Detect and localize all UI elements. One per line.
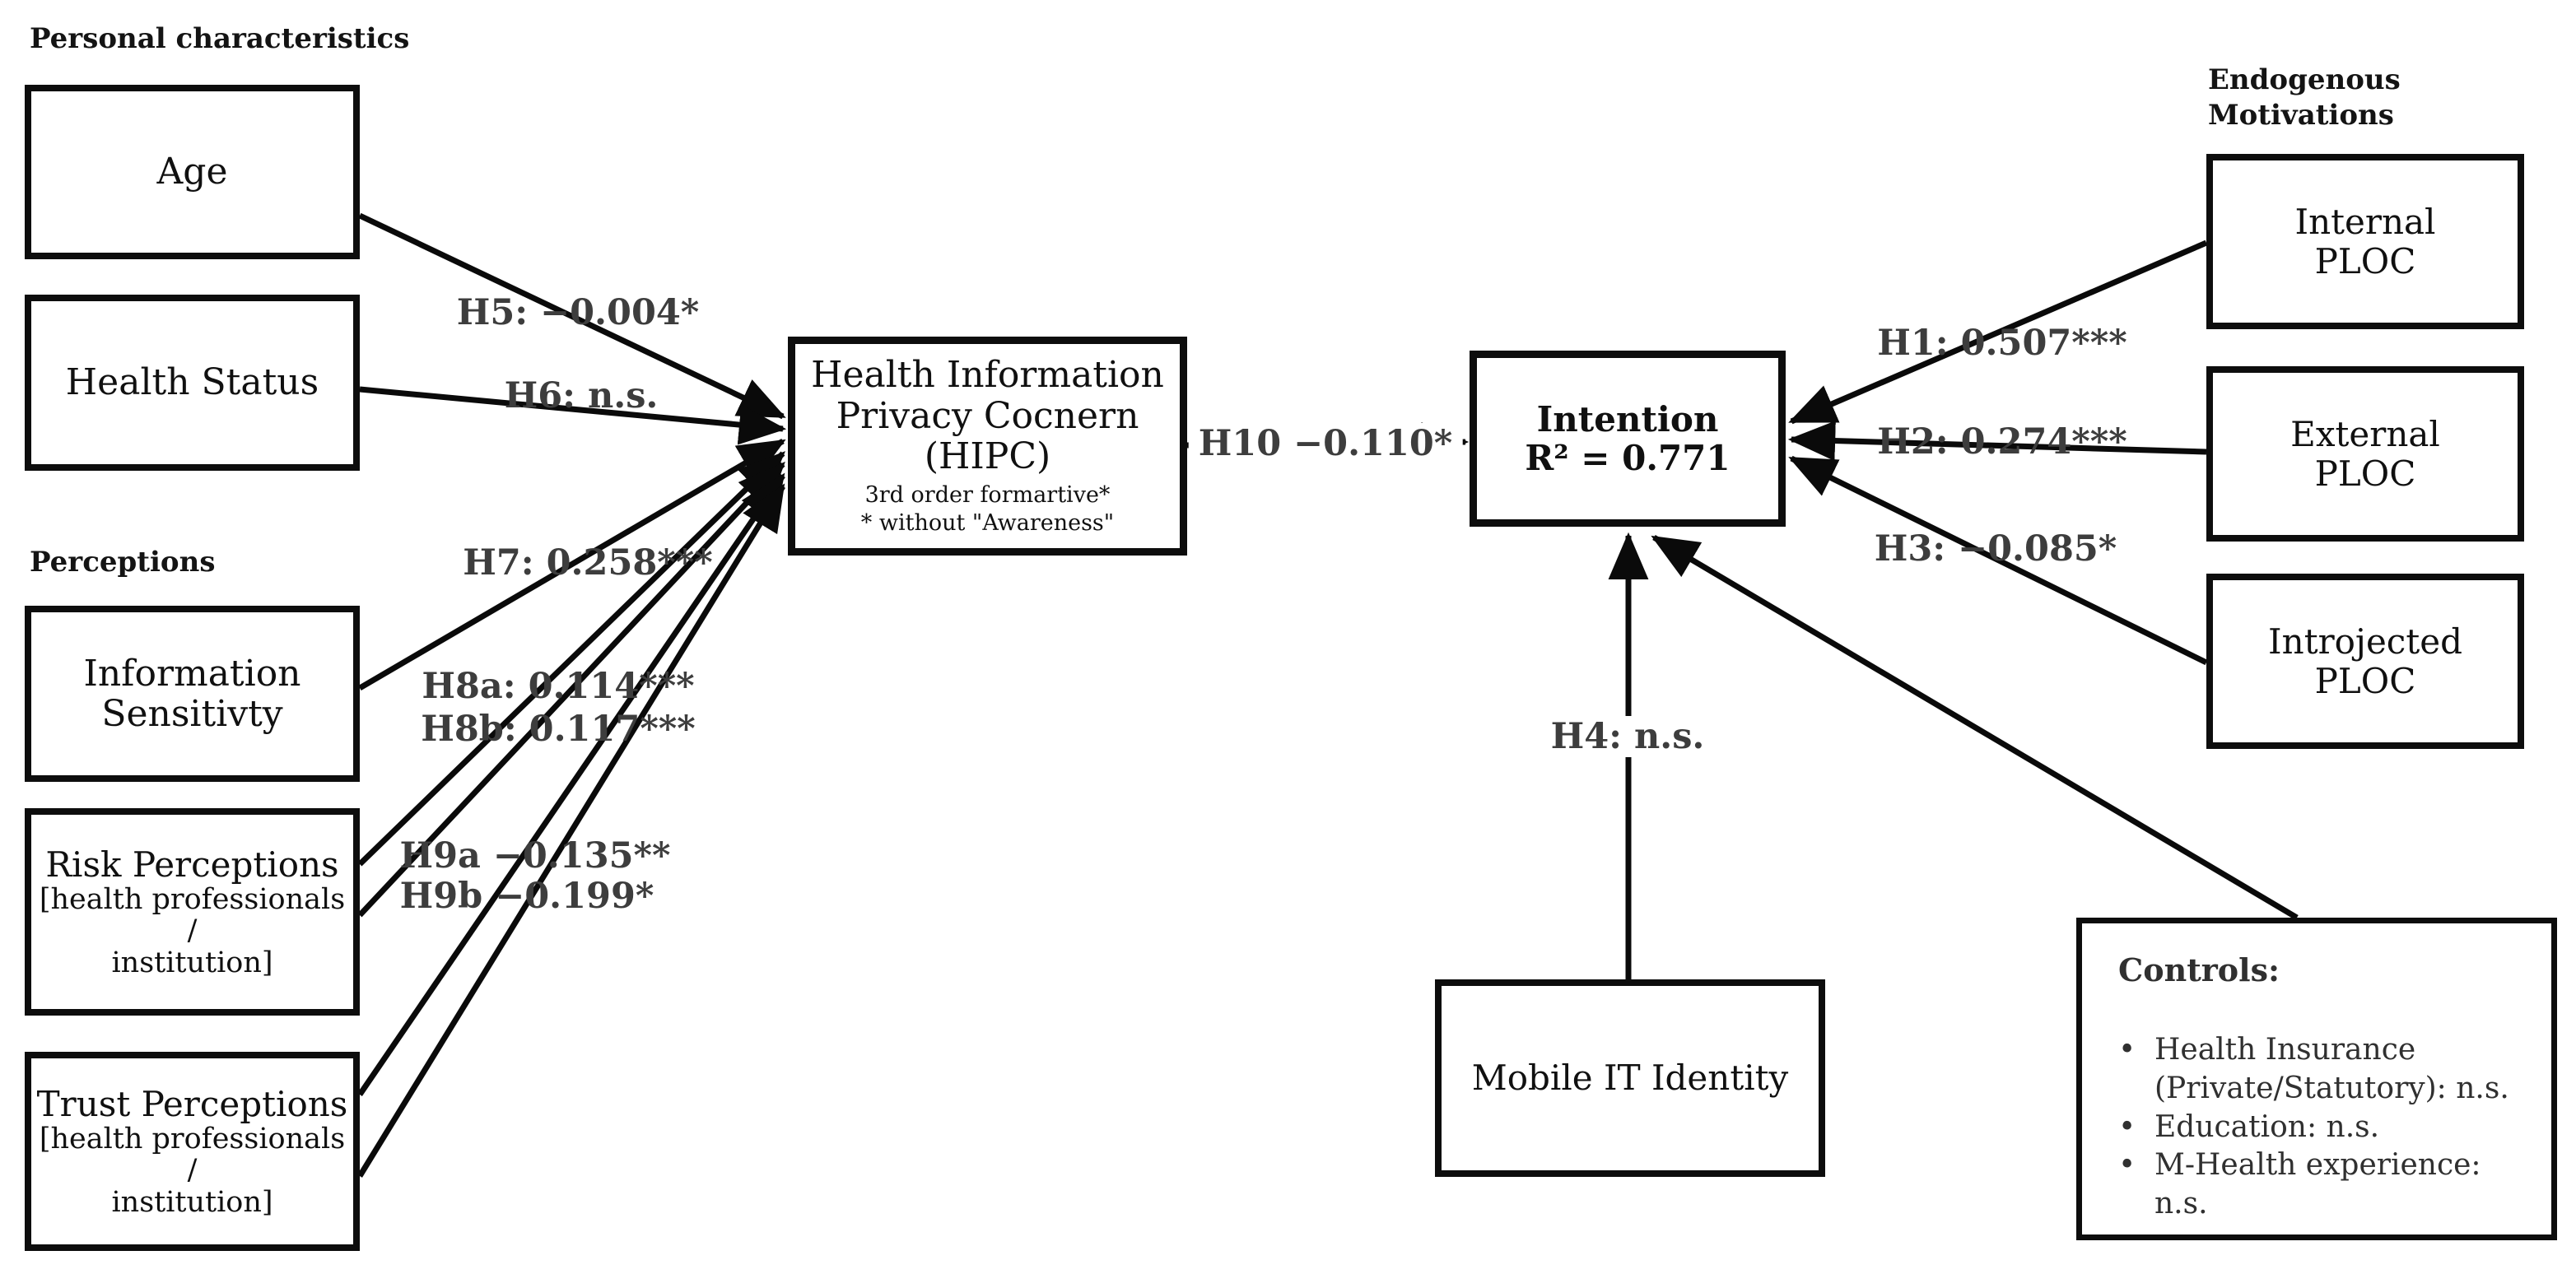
information-sensitivity-line2: Sensitivty: [101, 693, 283, 735]
trust-perceptions-box: Trust Perceptions [health professionals …: [25, 1052, 360, 1251]
external-ploc-line2: PLOC: [2314, 453, 2416, 494]
hipc-note2: * without "Awareness": [860, 509, 1115, 536]
external-ploc-box: External PLOC: [2206, 366, 2524, 542]
heading-personal-characteristics: Personal characteristics: [30, 22, 410, 55]
arrow-h3: [1788, 455, 2208, 666]
path-label-h8a: H8a: 0.114***: [422, 666, 695, 707]
bullet-icon: •: [2118, 1148, 2136, 1183]
heading-perceptions: Perceptions: [30, 546, 216, 579]
introjected-ploc-line2: PLOC: [2314, 660, 2416, 701]
risk-perceptions-title: Risk Perceptions: [45, 844, 339, 885]
controls-bullet1-line1: Health Insurance: [2154, 1033, 2416, 1067]
age-box: Age: [25, 85, 360, 259]
arrow-h9b: [357, 483, 785, 1178]
bullet-icon: •: [2118, 1109, 2136, 1144]
path-label-h9b: H9b −0.199*: [399, 876, 654, 917]
arrow-h1: [1788, 239, 2208, 425]
hipc-note1: 3rd order formartive*: [864, 482, 1111, 509]
trust-perceptions-title: Trust Perceptions: [36, 1083, 348, 1124]
controls-heading: Controls:: [2118, 951, 2280, 988]
path-label-h9a: H9a −0.135**: [399, 835, 671, 876]
controls-bullet3-text: M-Health experience: n.s.: [2154, 1148, 2481, 1221]
hipc-line1: Health Information: [811, 354, 1164, 397]
path-label-h8b: H8b: 0.117***: [421, 709, 696, 750]
risk-perceptions-sub1: [health professionals /: [39, 882, 346, 948]
intention-label: Intention: [1536, 398, 1719, 439]
mobile-it-identity-box: Mobile IT Identity: [1435, 979, 1825, 1177]
arrow-h5: [358, 212, 786, 420]
path-label-h10: H10 −0.110*: [1188, 423, 1463, 464]
controls-bullet1-line2: (Private/Statutory): n.s.: [2154, 1071, 2509, 1105]
path-label-h1: H1: 0.507***: [1877, 323, 2127, 364]
heading-endogenous-line1: Endogenous: [2208, 63, 2401, 96]
arrow-h8b: [357, 461, 785, 918]
heading-endogenous-motivations: Endogenous Motivations: [2208, 63, 2401, 133]
path-label-h5: H5: −0.004*: [456, 292, 700, 333]
trust-perceptions-sub2: institution]: [111, 1185, 273, 1219]
internal-ploc-line1: Internal: [2294, 202, 2436, 243]
information-sensitivity-line1: Information: [83, 652, 301, 695]
controls-bullet-health-insurance: • Health Insurance (Private/Statutory): …: [2118, 1031, 2527, 1109]
internal-ploc-line2: PLOC: [2314, 240, 2416, 281]
path-label-h3: H3: −0.085*: [1874, 528, 2117, 570]
introjected-ploc-box: Introjected PLOC: [2206, 574, 2524, 749]
arrow-h9a: [357, 472, 785, 1096]
trust-perceptions-sub1: [health professionals /: [39, 1122, 346, 1188]
mobile-it-identity-label: Mobile IT Identity: [1471, 1058, 1789, 1099]
risk-perceptions-sub2: institution]: [111, 946, 273, 979]
arrow-h6: [359, 386, 787, 445]
age-label: Age: [156, 151, 228, 193]
controls-box: Controls: • Health Insurance (Private/St…: [2076, 918, 2557, 1240]
controls-bullet2-text: Education: n.s.: [2154, 1109, 2380, 1144]
path-label-h2: H2: 0.274***: [1877, 421, 2127, 463]
arrow-h8a: [357, 451, 786, 867]
path-label-h6: H6: n.s.: [504, 375, 659, 416]
hipc-line2: Privacy Cocnern: [836, 394, 1139, 437]
intention-r2: R² = 0.771: [1525, 438, 1731, 478]
heading-endogenous-line2: Motivations: [2208, 98, 2394, 132]
arrow-controls: [1651, 534, 2299, 921]
arrow-h2: [1787, 421, 2207, 462]
information-sensitivity-box: Information Sensitivty: [25, 606, 360, 782]
introjected-ploc-line1: Introjected: [2268, 621, 2462, 663]
internal-ploc-box: Internal PLOC: [2206, 154, 2524, 329]
controls-bullet-mhealth: • M-Health experience: n.s.: [2118, 1146, 2527, 1224]
risk-perceptions-box: Risk Perceptions [health professionals /…: [25, 808, 360, 1016]
controls-bullet-education: • Education: n.s.: [2118, 1109, 2527, 1147]
hipc-line3: (HIPC): [924, 435, 1051, 477]
health-status-box: Health Status: [25, 295, 360, 471]
external-ploc-line1: External: [2290, 414, 2440, 455]
path-label-h7: H7: 0.258***: [463, 542, 713, 584]
arrow-h7: [358, 438, 786, 691]
health-status-label: Health Status: [65, 361, 319, 404]
intention-box: Intention R² = 0.771: [1470, 351, 1786, 527]
bullet-icon: •: [2118, 1033, 2136, 1067]
hipc-box: Health Information Privacy Cocnern (HIPC…: [788, 337, 1187, 556]
path-label-h4: H4: n.s.: [1540, 716, 1715, 757]
